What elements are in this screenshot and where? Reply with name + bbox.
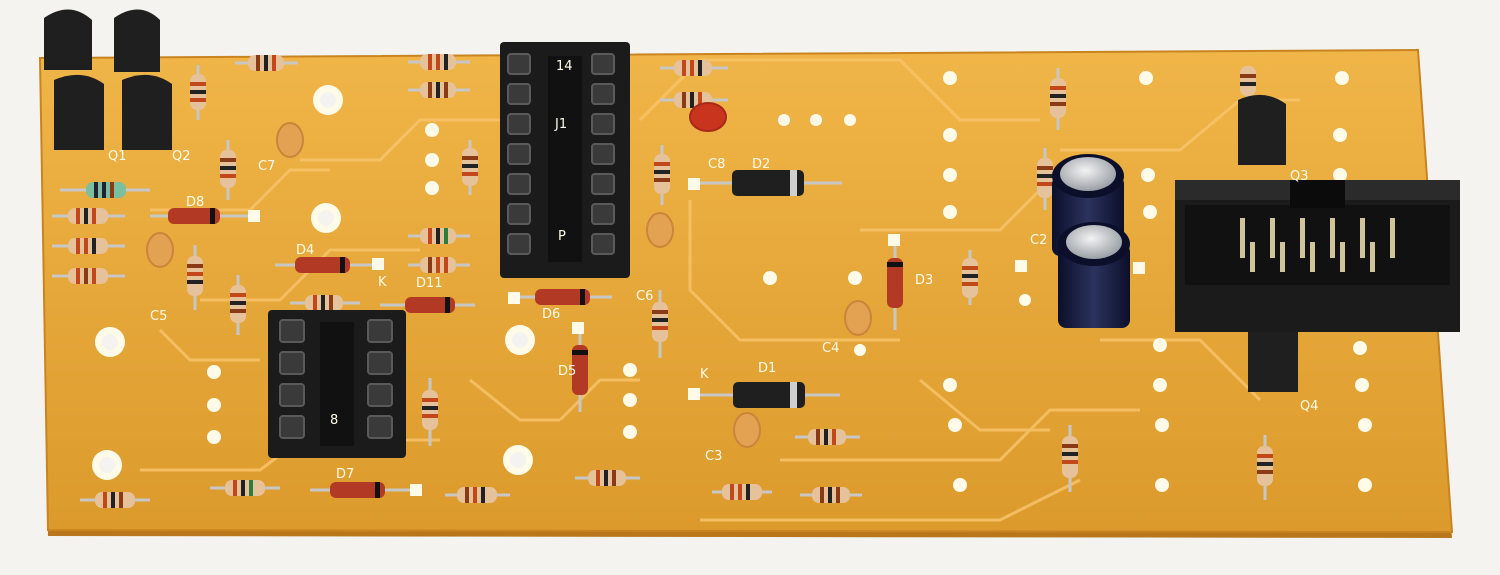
resistor <box>52 208 125 224</box>
resistor <box>800 487 862 503</box>
resistor <box>1257 435 1273 500</box>
label-d5: D5 <box>558 364 576 379</box>
transistor <box>1248 316 1298 392</box>
label-d2: D2 <box>752 157 770 172</box>
box-header-connector <box>1175 180 1460 332</box>
resistor <box>80 492 150 508</box>
resistor <box>445 487 510 503</box>
label-c3: C3 <box>705 449 722 464</box>
transistor <box>122 74 172 150</box>
resistor <box>408 54 470 70</box>
label-p: P <box>558 229 566 244</box>
diode-large <box>695 382 840 408</box>
label-k-b: K <box>700 367 709 382</box>
label-pin8: 8 <box>330 413 338 428</box>
mounting-hole <box>505 325 535 355</box>
resistor <box>1062 425 1078 492</box>
resistor <box>575 470 640 486</box>
label-d7: D7 <box>336 467 354 482</box>
diode-large <box>700 170 842 196</box>
diode-small <box>572 330 588 412</box>
diode-small <box>275 257 380 273</box>
resistor <box>712 484 772 500</box>
transistor <box>1238 94 1286 165</box>
resistor <box>652 290 668 358</box>
resistor <box>235 55 298 71</box>
label-d3: D3 <box>915 273 933 288</box>
resistors <box>52 54 1273 508</box>
resistor <box>52 268 125 284</box>
label-c7: C7 <box>258 159 275 174</box>
resistor <box>52 238 125 254</box>
transistor <box>114 9 160 72</box>
diode-small <box>510 289 612 305</box>
label-d6: D6 <box>542 307 560 322</box>
ceramic-capacitor <box>689 102 727 132</box>
label-c2: C2 <box>1030 233 1047 248</box>
mounting-hole <box>503 445 533 475</box>
resistor <box>190 65 206 120</box>
mounting-hole <box>95 327 125 357</box>
mounting-holes <box>92 85 535 480</box>
label-pin14: 14 <box>556 59 573 74</box>
transistor <box>44 9 92 70</box>
label-j1: J1 <box>554 117 567 132</box>
resistor <box>187 245 203 310</box>
label-c8: C8 <box>708 157 725 172</box>
resistor <box>795 429 860 445</box>
resistor <box>408 228 470 244</box>
mounting-hole <box>92 450 122 480</box>
resistor <box>654 145 670 205</box>
label-q3: Q3 <box>1290 169 1309 184</box>
label-d1: D1 <box>758 361 776 376</box>
label-q1: Q1 <box>108 149 127 164</box>
resistor <box>462 140 478 195</box>
diode-small <box>150 208 252 224</box>
label-d11: D11 <box>416 276 443 291</box>
label-q4: Q4 <box>1300 399 1319 414</box>
label-d8: D8 <box>186 195 204 210</box>
resistor <box>422 378 438 446</box>
ceramic-capacitor <box>646 212 674 248</box>
resistor <box>220 140 236 200</box>
label-q2: Q2 <box>172 149 191 164</box>
label-c5: C5 <box>150 309 167 324</box>
square-pads <box>248 178 1145 496</box>
ceramic-capacitor <box>733 412 761 448</box>
silkscreen-labels: J1 14 P 8 D1 D2 D3 D4 D5 D6 D7 D8 D11 C2… <box>108 59 1319 482</box>
resistor <box>408 82 470 98</box>
resistor <box>60 182 150 198</box>
label-c4: C4 <box>822 341 839 356</box>
resistor <box>1037 148 1053 210</box>
mounting-hole <box>311 203 341 233</box>
ceramic-capacitor <box>146 232 174 268</box>
transistors <box>44 9 1298 392</box>
label-c6: C6 <box>636 289 653 304</box>
resistor <box>1240 66 1256 100</box>
resistor <box>408 257 470 273</box>
resistor <box>660 60 728 76</box>
ceramic-capacitor <box>844 300 872 336</box>
ceramic-capacitors <box>146 102 872 448</box>
resistor <box>962 250 978 305</box>
diodes <box>150 170 903 498</box>
resistor <box>290 295 360 311</box>
diode-small <box>887 240 903 330</box>
electrolytic-capacitor <box>1058 222 1130 328</box>
ic-socket-8pin <box>268 310 406 458</box>
diode-small <box>310 482 415 498</box>
resistor <box>1050 68 1066 130</box>
label-d4: D4 <box>296 243 314 258</box>
diode-small <box>380 297 475 313</box>
ic-socket-14pin <box>500 42 630 278</box>
transistor <box>54 74 104 150</box>
solder-pads <box>207 71 1372 492</box>
resistor <box>230 275 246 335</box>
resistor <box>210 480 280 496</box>
mounting-hole <box>313 85 343 115</box>
ceramic-capacitor <box>276 122 304 158</box>
label-k-a: K <box>378 275 387 290</box>
